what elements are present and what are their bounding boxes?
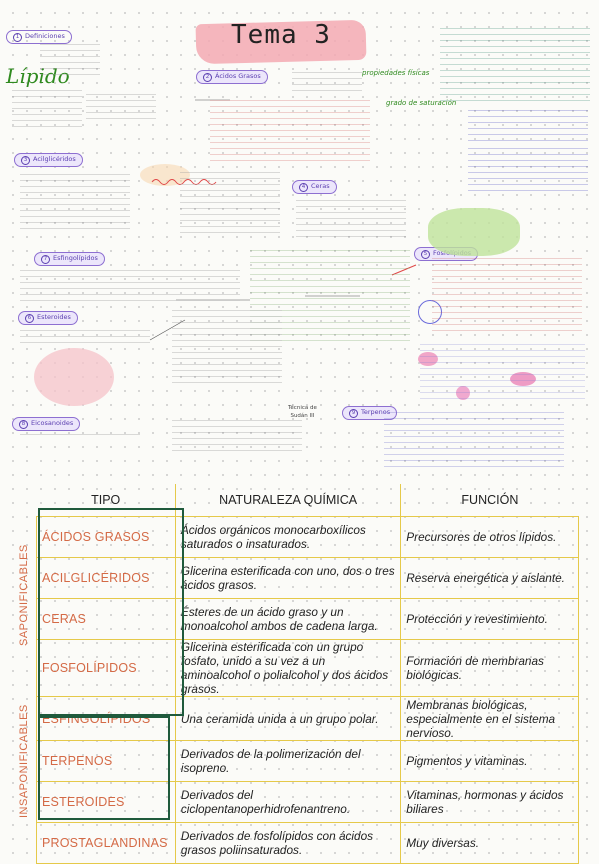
- cell-naturaleza: Derivados de fosfolípidos con ácidos gra…: [174, 822, 402, 864]
- cell-funcion: Pigmentos y vitaminas.: [400, 740, 579, 782]
- tecnica-line: Sudán III: [290, 413, 315, 419]
- illegible-note-block: [172, 306, 282, 386]
- page-title: Tema 3: [231, 20, 331, 50]
- section-label: Definiciones: [25, 32, 65, 40]
- section-label: Ácidos Grasos: [215, 72, 261, 80]
- illegible-note-block: [420, 340, 585, 400]
- illegible-note-block: [432, 254, 582, 334]
- illegible-note-block: [210, 96, 370, 166]
- cell-tipo: CERAS: [36, 598, 176, 640]
- table-row: ESFINGOLÍPIDOS Una ceramida unida a un g…: [36, 696, 579, 741]
- cell-naturaleza: Glicerina esterificada con uno, dos o tr…: [174, 557, 402, 599]
- section-label: Esfingolípidos: [53, 254, 98, 262]
- cell-tipo: ESTEROIDES: [36, 781, 176, 823]
- illegible-note-block: [180, 168, 280, 238]
- illegible-note-block: [86, 90, 156, 120]
- section-number: 4: [299, 183, 308, 192]
- tecnica-line: Técnica de: [288, 405, 317, 411]
- propiedades-fisicas-label: propiedades físicas: [362, 69, 430, 77]
- group-label-insaponificables: INSAPONIFICABLES: [18, 704, 30, 818]
- pink-wash-blob: [34, 348, 114, 406]
- section-number: 9: [349, 409, 358, 418]
- cell-funcion: Precursores de otros lípidos.: [400, 516, 579, 558]
- tecnica-note: Técnica de Sudán III: [288, 404, 317, 420]
- section-label: Ceras: [311, 182, 330, 190]
- cell-tipo: PROSTAGLANDINAS: [36, 822, 176, 864]
- section-number: 2: [203, 73, 212, 82]
- cell-naturaleza: Ácidos orgánicos monocarboxílicos satura…: [174, 516, 402, 558]
- lipid-summary-table: TIPO NATURALEZA QUÍMICA FUNCIÓN ÁCIDOS G…: [36, 484, 579, 864]
- cell-naturaleza: Una ceramida unida a un grupo polar.: [174, 696, 402, 741]
- table-row: ACILGLICÉRIDOS Glicerina esterificada co…: [36, 557, 579, 599]
- illegible-note-block: [468, 106, 588, 142]
- cell-funcion: Formación de membranas biológicas.: [400, 639, 579, 697]
- section-label: Acilglicéridos: [33, 155, 76, 163]
- cell-funcion: Reserva energética y aislante.: [400, 557, 579, 599]
- grado-saturacion-label: grado de saturación: [386, 99, 457, 107]
- section-number: 8: [19, 420, 28, 429]
- orange-wash-blob: [140, 164, 190, 186]
- illegible-note-block: [296, 196, 406, 240]
- header-funcion: FUNCIÓN: [400, 484, 579, 517]
- cell-naturaleza: Ésteres de un ácido graso y un monoalcoh…: [174, 598, 402, 640]
- section-label: Terpenos: [361, 408, 391, 416]
- cell-funcion: Protección y revestimiento.: [400, 598, 579, 640]
- cell-tipo: FOSFOLÍPIDOS: [36, 639, 176, 697]
- header-naturaleza: NATURALEZA QUÍMICA: [174, 484, 402, 517]
- illegible-note-block: [384, 408, 564, 468]
- illegible-note-block: [440, 24, 590, 104]
- illegible-note-block: [20, 326, 150, 344]
- table-row: ESTEROIDES Derivados del ciclopentanoper…: [36, 781, 579, 823]
- section-number: 5: [421, 250, 430, 259]
- illegible-note-block: [20, 266, 240, 302]
- section-number: 1: [13, 33, 22, 42]
- cell-tipo: ESFINGOLÍPIDOS: [36, 696, 176, 741]
- illegible-note-block: [20, 430, 140, 438]
- title-banner: Tema 3: [195, 18, 367, 65]
- cell-tipo: ÁCIDOS GRASOS: [36, 516, 176, 558]
- illegible-note-block: [468, 144, 588, 196]
- cell-naturaleza: Glicerina esterificada con un grupo fosf…: [174, 639, 402, 697]
- section-label: Esteroides: [37, 313, 71, 321]
- table-row: PROSTAGLANDINAS Derivados de fosfolípido…: [36, 822, 579, 864]
- group-label-saponificables: SAPONIFICABLES: [18, 544, 30, 646]
- illegible-note-block: [20, 170, 130, 230]
- green-wash-blob: [428, 208, 520, 256]
- cell-funcion: Muy diversas.: [400, 822, 579, 864]
- section-number: 7: [41, 255, 50, 264]
- illegible-note-block: [12, 86, 82, 128]
- illegible-note-block: [292, 68, 362, 96]
- table-row: CERAS Ésteres de un ácido graso y un mon…: [36, 598, 579, 640]
- cell-funcion: Vitaminas, hormonas y ácidos biliares: [400, 781, 579, 823]
- table-header-row: TIPO NATURALEZA QUÍMICA FUNCIÓN: [36, 484, 579, 517]
- cell-tipo: ACILGLICÉRIDOS: [36, 557, 176, 599]
- illegible-note-block: [172, 416, 302, 452]
- table-row: ÁCIDOS GRASOS Ácidos orgánicos monocarbo…: [36, 516, 579, 558]
- cell-funcion: Membranas biológicas, especialmente en e…: [400, 696, 579, 741]
- section-number: 3: [21, 156, 30, 165]
- table-row: TERPENOS Derivados de la polimerización …: [36, 740, 579, 782]
- table-row: FOSFOLÍPIDOS Glicerina esterificada con …: [36, 639, 579, 697]
- cell-naturaleza: Derivados del ciclopentanoperhidrofenant…: [174, 781, 402, 823]
- section-number: 6: [25, 314, 34, 323]
- section-label: Eicosanoides: [31, 419, 74, 427]
- header-tipo: TIPO: [36, 484, 176, 517]
- cell-naturaleza: Derivados de la polimerización del isopr…: [174, 740, 402, 782]
- cell-tipo: TERPENOS: [36, 740, 176, 782]
- illegible-note-block: [40, 40, 100, 80]
